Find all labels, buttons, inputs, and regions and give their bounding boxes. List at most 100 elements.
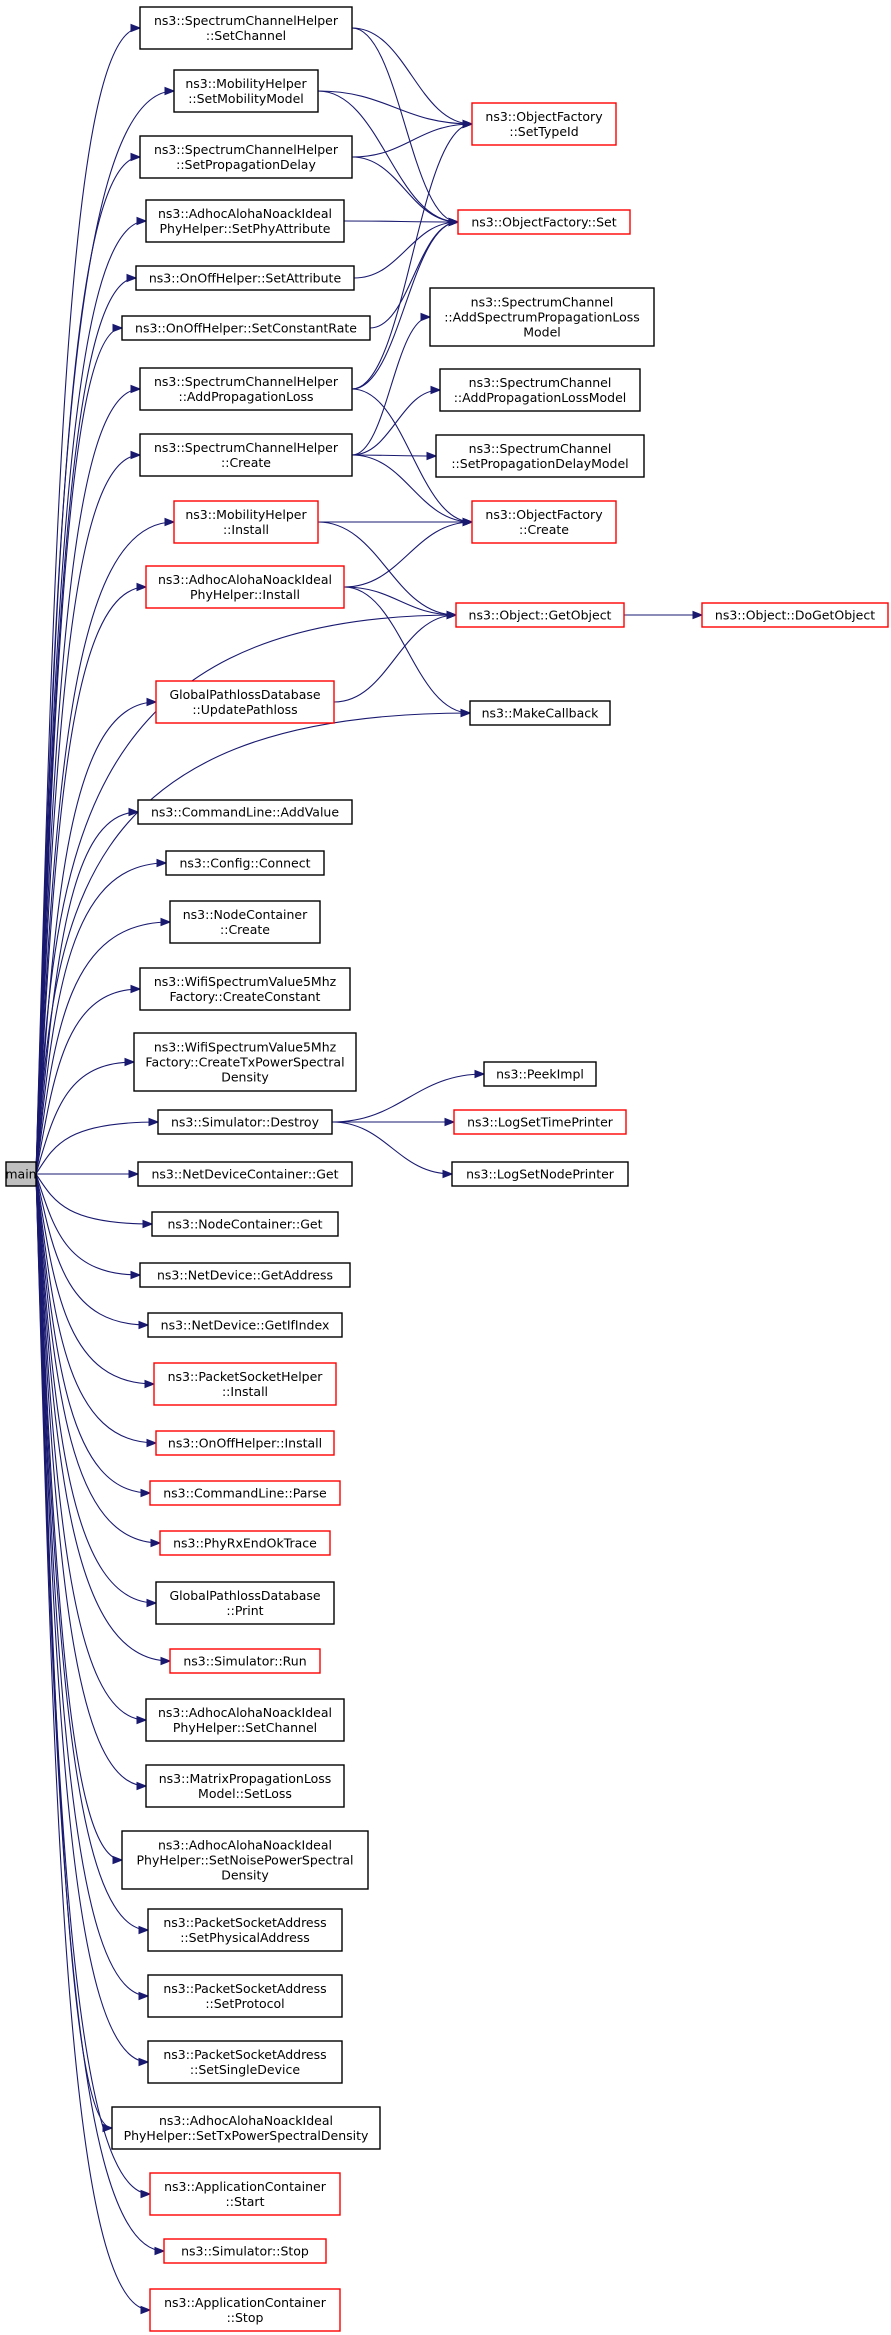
edge-arrowhead [148, 1117, 160, 1127]
node-sim-destroy[interactable]: ns3::Simulator::Destroy [157, 1109, 333, 1135]
node-nd-getifindex[interactable]: ns3::NetDevice::GetIfIndex [147, 1312, 343, 1338]
node-obj-getobject[interactable]: ns3::Object::GetObject [455, 602, 625, 628]
edge-arrowhead [160, 917, 172, 927]
edge-main-to-aanip-setnoise [35, 1173, 123, 1861]
node-gpd-print[interactable]: GlobalPathlossDatabase::Print [155, 1581, 335, 1625]
node-box [137, 799, 353, 825]
edge-arrowhead [130, 152, 142, 162]
node-box [435, 434, 645, 478]
node-label: ns3::CommandLine::Parse [163, 1486, 327, 1501]
node-cfg-connect[interactable]: ns3::Config::Connect [165, 850, 325, 876]
node-box [155, 1581, 335, 1625]
node-nc-get[interactable]: ns3::NodeContainer::Get [151, 1211, 339, 1237]
node-box [135, 265, 355, 291]
node-label: ::Create [221, 455, 271, 470]
node-sc-setpd[interactable]: ns3::SpectrumChannel::SetPropagationDela… [435, 434, 645, 478]
node-psa-setproto[interactable]: ns3::PacketSocketAddress::SetProtocol [147, 1974, 343, 2018]
node-makecallback[interactable]: ns3::MakeCallback [469, 700, 611, 726]
node-box [471, 500, 617, 544]
edge-main-to-sch-addprop [35, 388, 141, 1175]
node-gpd-update[interactable]: GlobalPathlossDatabase::UpdatePathloss [155, 680, 335, 724]
node-wsv-createconst[interactable]: ns3::WifiSpectrumValue5MhzFactory::Creat… [139, 967, 351, 1011]
node-sch-setprop[interactable]: ns3::SpectrumChannelHelper::SetPropagati… [139, 135, 353, 179]
node-layer: main ns3::SpectrumChannelHelper::SetChann… [5, 6, 889, 2332]
node-psa-setphys[interactable]: ns3::PacketSocketAddress::SetPhysicalAdd… [147, 1908, 343, 1952]
edge-arrowhead [150, 1538, 162, 1548]
node-of-set[interactable]: ns3::ObjectFactory::Set [457, 209, 631, 235]
node-aanip-settx[interactable]: ns3::AdhocAlohaNoackIdealPhyHelper::SetT… [111, 2106, 381, 2150]
node-psa-setsingle[interactable]: ns3::PacketSocketAddress::SetSingleDevic… [147, 2040, 343, 2084]
edge-aanip-install-to-obj-getobject [343, 586, 457, 616]
node-label: ns3::SpectrumChannelHelper [154, 374, 339, 389]
node-mh-install[interactable]: ns3::MobilityHelper::Install [173, 500, 319, 544]
node-label: ns3::PacketSocketAddress [163, 1981, 326, 1996]
edge-arrowhead [128, 807, 140, 817]
node-sch-setchannel[interactable]: ns3::SpectrumChannelHelper::SetChannel [139, 6, 353, 50]
node-of-create[interactable]: ns3::ObjectFactory::Create [471, 500, 617, 544]
edge-aanip-install-to-makecallback [343, 586, 471, 714]
node-ac-stop[interactable]: ns3::ApplicationContainer::Stop [149, 2288, 341, 2332]
edge-arrowhead [460, 708, 472, 718]
node-label: ::Install [223, 522, 269, 537]
node-psh-install[interactable]: ns3::PacketSocketHelper::Install [153, 1362, 337, 1406]
edge-layer [35, 23, 704, 2315]
node-ooh-install[interactable]: ns3::OnOffHelper::Install [155, 1430, 335, 1456]
node-sim-stop[interactable]: ns3::Simulator::Stop [163, 2238, 327, 2264]
node-mh-setmobility[interactable]: ns3::MobilityHelper::SetMobilityModel [173, 69, 319, 113]
node-aanip-setnoise[interactable]: ns3::AdhocAlohaNoackIdealPhyHelper::SetN… [121, 1830, 369, 1890]
node-ooh-setattr[interactable]: ns3::OnOffHelper::SetAttribute [135, 265, 355, 291]
node-logsetnode[interactable]: ns3::LogSetNodePrinter [451, 1161, 629, 1187]
node-sc-addpl[interactable]: ns3::SpectrumChannel::AddPropagationLoss… [439, 368, 641, 412]
node-sc-addspl[interactable]: ns3::SpectrumChannel::AddSpectrumPropaga… [429, 287, 655, 347]
node-label: ns3::CommandLine::AddValue [151, 805, 339, 820]
node-sch-create[interactable]: ns3::SpectrumChannelHelper::Create [139, 433, 353, 477]
node-ac-start[interactable]: ns3::ApplicationContainer::Start [149, 2172, 341, 2216]
node-cl-parse[interactable]: ns3::CommandLine::Parse [149, 1480, 341, 1506]
node-label: ::SetTypeId [509, 124, 578, 139]
edge-arrowhead [136, 582, 148, 592]
node-box [157, 1109, 333, 1135]
node-peekimpl[interactable]: ns3::PeekImpl [483, 1061, 597, 1087]
node-label: Density [221, 1868, 269, 1883]
node-box [133, 1032, 357, 1092]
node-label: ns3::SpectrumChannelHelper [154, 13, 339, 28]
edge-main-to-gpd-print [35, 1173, 157, 1604]
node-label: ::SetMobilityModel [188, 91, 304, 106]
node-nd-getaddress[interactable]: ns3::NetDevice::GetAddress [139, 1262, 351, 1288]
node-aanip-install[interactable]: ns3::AdhocAlohaNoackIdealPhyHelper::Inst… [145, 565, 345, 609]
edge-arrowhead [126, 273, 138, 283]
edge-main-to-aanip-install [35, 586, 147, 1175]
node-box [173, 69, 319, 113]
edge-main-to-cfg-connect [35, 862, 167, 1175]
node-ooh-setconst[interactable]: ns3::OnOffHelper::SetConstantRate [121, 315, 371, 341]
node-box [5, 1161, 37, 1187]
node-main[interactable]: main [5, 1161, 37, 1187]
edge-arrowhead [446, 610, 458, 620]
node-nc-create[interactable]: ns3::NodeContainer::Create [169, 900, 321, 944]
edge-arrowhead [138, 1925, 150, 1935]
node-wsv-createtx[interactable]: ns3::WifiSpectrumValue5MhzFactory::Creat… [133, 1032, 357, 1092]
node-box [139, 433, 353, 477]
node-box [145, 1764, 345, 1808]
node-label: ::SetSingleDevice [190, 2062, 300, 2077]
node-obj-dogetobject[interactable]: ns3::Object::DoGetObject [701, 602, 889, 628]
edge-sim-destroy-to-logsetnode [331, 1121, 453, 1175]
node-sch-addprop[interactable]: ns3::SpectrumChannelHelper::AddPropagati… [139, 367, 353, 411]
node-label: ns3::AdhocAlohaNoackIdeal [158, 1705, 332, 1720]
edge-sch-setprop-to-of-set [351, 156, 459, 223]
edge-arrowhead [138, 1991, 150, 2001]
node-of-settypeid[interactable]: ns3::ObjectFactory::SetTypeId [471, 102, 617, 146]
node-ndc-get[interactable]: ns3::NetDeviceContainer::Get [137, 1161, 353, 1187]
node-aanip-setchannel[interactable]: ns3::AdhocAlohaNoackIdealPhyHelper::SetC… [145, 1698, 345, 1742]
node-cl-addvalue[interactable]: ns3::CommandLine::AddValue [137, 799, 353, 825]
edge-sch-addprop-to-of-settypeid [351, 123, 473, 390]
node-logsettime[interactable]: ns3::LogSetTimePrinter [453, 1109, 627, 1135]
node-box [169, 1648, 321, 1674]
node-aanip-setphyattr[interactable]: ns3::AdhocAlohaNoackIdealPhyHelper::SetP… [145, 199, 345, 243]
node-label: ns3::ApplicationContainer [164, 2295, 327, 2310]
node-phyrxendok[interactable]: ns3::PhyRxEndOkTrace [159, 1530, 331, 1556]
node-label: ns3::Config::Connect [179, 856, 310, 871]
node-label: ::Print [226, 1603, 263, 1618]
node-sim-run[interactable]: ns3::Simulator::Run [169, 1648, 321, 1674]
